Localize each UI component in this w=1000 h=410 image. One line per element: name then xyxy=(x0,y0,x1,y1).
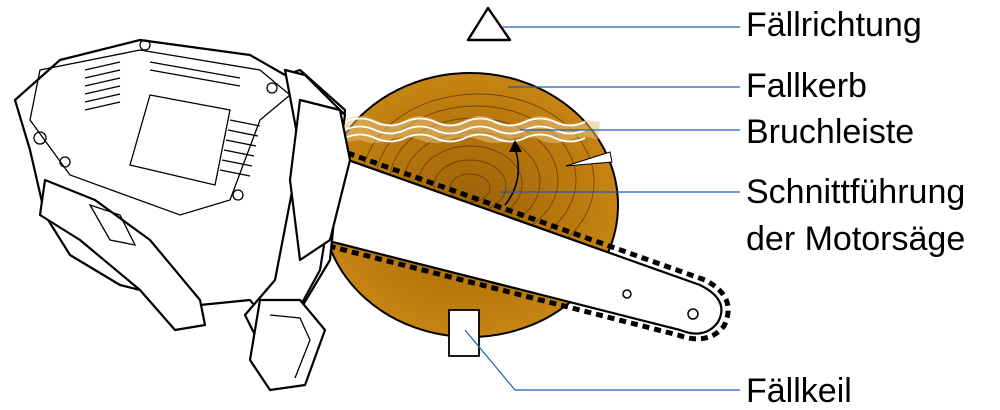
saw-chain xyxy=(304,142,731,342)
label-schnittfuehrung-line1: Schnittführung xyxy=(746,173,965,211)
chainsaw-body xyxy=(13,38,352,392)
label-fallkerb: Fallkerb xyxy=(746,67,867,105)
screw xyxy=(266,82,278,94)
leader-lines xyxy=(464,26,740,391)
screw xyxy=(33,131,47,145)
label-schnittfuehrung-line2: der Motorsäge xyxy=(746,220,965,258)
label-fallrichtung: Fällrichtung xyxy=(746,6,922,44)
sprocket-cover xyxy=(288,98,352,262)
felling-notch xyxy=(344,116,600,143)
cut-direction-arrow xyxy=(504,140,522,206)
cooling-vents xyxy=(84,61,261,177)
label-bruchleiste: Bruchleiste xyxy=(746,113,914,151)
felling-wedge xyxy=(448,309,480,357)
housing-panel xyxy=(129,94,231,186)
bar-rivet xyxy=(622,289,632,299)
guide-bar xyxy=(303,142,731,342)
label-fallkeil: Fällkeil xyxy=(746,372,852,410)
chain-brake-guard xyxy=(248,298,327,392)
screw xyxy=(232,189,244,201)
bar-nose-rivet xyxy=(687,308,699,320)
back-cut xyxy=(565,151,613,167)
screw xyxy=(139,39,151,51)
felling-direction-triangle-icon xyxy=(466,6,512,42)
screw xyxy=(59,156,71,168)
trigger xyxy=(88,203,137,246)
